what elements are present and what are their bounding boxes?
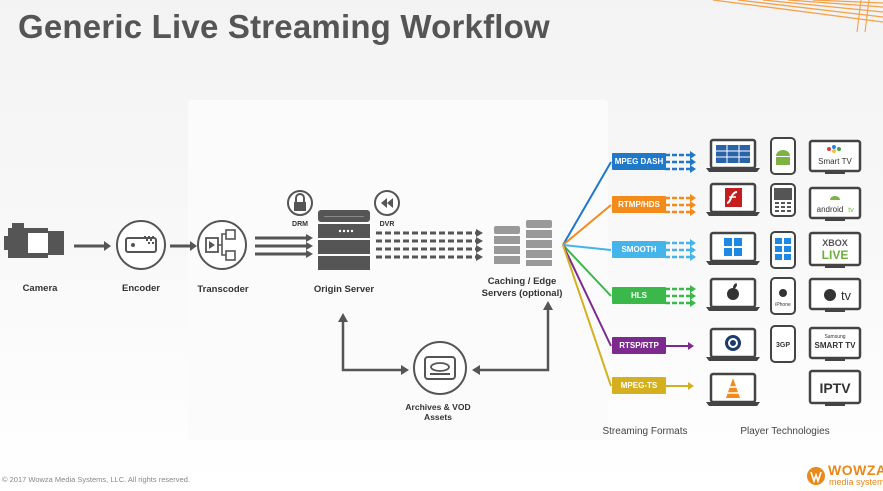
transcoder-icon xyxy=(197,220,247,270)
hard-drive-icon xyxy=(413,341,467,395)
video-camera-icon xyxy=(4,223,64,258)
laptop-flash-icon xyxy=(706,182,760,216)
tv-smart-tv-icon: Smart TV xyxy=(808,139,862,174)
android-text: android xyxy=(817,205,844,214)
copyright-footer: © 2017 Wowza Media Systems, LLC. All rig… xyxy=(2,475,190,484)
fanout-lines xyxy=(562,161,612,387)
wowza-logo-icon xyxy=(807,467,825,485)
encoder-label: Encoder xyxy=(121,283,161,294)
arrows-origin-caching xyxy=(376,231,476,259)
camera-label: Camera xyxy=(22,283,58,294)
laptop-windows-logo-icon xyxy=(706,231,760,265)
streaming-formats-label: Streaming Formats xyxy=(602,426,688,437)
format-arrowheads xyxy=(688,151,696,390)
smart-tv-text: Smart TV xyxy=(818,157,852,166)
phone-android-icon xyxy=(770,137,796,175)
archives-label-line1: Archives & VOD xyxy=(405,402,471,412)
arrowheads-transcoder-origin xyxy=(306,234,313,258)
transcoder-label: Transcoder xyxy=(197,284,249,295)
dvr-label: DVR xyxy=(379,221,395,228)
encoder-icon xyxy=(116,220,166,270)
3gp-text: 3GP xyxy=(776,342,790,349)
caching-label-line2: Servers (optional) xyxy=(481,288,563,299)
android-tv-text: tv xyxy=(848,207,854,214)
caching-label-line1: Caching / Edge xyxy=(487,276,557,287)
laptop-vlc-icon xyxy=(706,372,760,406)
player-technologies-label: Player Technologies xyxy=(740,426,830,437)
apple-tv-text: tv xyxy=(841,288,852,303)
wowza-logo-sub: media systems xyxy=(829,477,883,487)
phone-blackberry-icon xyxy=(770,183,796,217)
server-rack-icon xyxy=(318,210,370,270)
format-badge-hls: HLS xyxy=(612,287,666,304)
arrow-camera-encoder xyxy=(74,241,111,251)
arrow-encoder-transcoder xyxy=(170,241,197,251)
edge-server-icon xyxy=(494,220,552,266)
format-badge-mpeg-dash: MPEG DASH xyxy=(612,153,666,170)
iphone-text: iPhone xyxy=(775,302,791,308)
archives-label-line2: Assets xyxy=(424,412,452,422)
samsung-smart-tv-text: SMART TV xyxy=(815,341,857,350)
laptop-quicktime-icon xyxy=(706,327,760,361)
archive-connection-lines xyxy=(341,310,550,372)
format-arrows xyxy=(665,153,690,305)
format-badge-rtmp-hds: RTMP/HDS xyxy=(612,196,666,213)
format-badge-smooth: SMOOTH xyxy=(612,241,666,258)
archive-arrowheads xyxy=(338,301,553,375)
laptop-apple-icon xyxy=(706,277,760,311)
tv-android-tv-icon: android tv xyxy=(808,186,862,221)
lock-icon xyxy=(287,190,313,216)
tv-iptv-icon: IPTV xyxy=(808,369,862,406)
phone-iphone-icon: iPhone xyxy=(770,277,796,315)
rewind-icon xyxy=(374,190,400,216)
format-badge-rtsp-rtp: RTSP/RTP xyxy=(612,337,666,354)
format-badge-mpeg-ts: MPEG-TS xyxy=(612,377,666,394)
iptv-text: IPTV xyxy=(819,380,851,396)
live-text: LIVE xyxy=(822,248,849,262)
phone-windows-icon xyxy=(770,231,796,269)
decorative-stripes xyxy=(712,0,883,33)
tv-samsung-smart-tv-icon: Samsung SMART TV xyxy=(808,326,862,361)
origin-panel-background xyxy=(188,100,608,440)
arrowheads-origin-caching xyxy=(476,229,483,261)
drm-label: DRM xyxy=(292,221,308,228)
arrows-transcoder-origin xyxy=(255,236,306,256)
laptop-windows-icon xyxy=(706,138,760,172)
tv-xbox-live-icon: XBOX LIVE xyxy=(808,231,862,268)
phone-3gp-icon: 3GP xyxy=(770,325,796,363)
slide-title: Generic Live Streaming Workflow xyxy=(18,8,550,45)
xbox-text: XBOX xyxy=(822,238,848,248)
wowza-logo-word: WOWZA xyxy=(828,462,883,478)
format-arrows-solid xyxy=(665,345,688,387)
tv-apple-tv-icon: tv xyxy=(808,277,862,312)
wowza-logo: WOWZA media systems xyxy=(804,462,883,490)
samsung-text: Samsung xyxy=(824,334,845,340)
origin-server-label: Origin Server xyxy=(313,284,375,295)
